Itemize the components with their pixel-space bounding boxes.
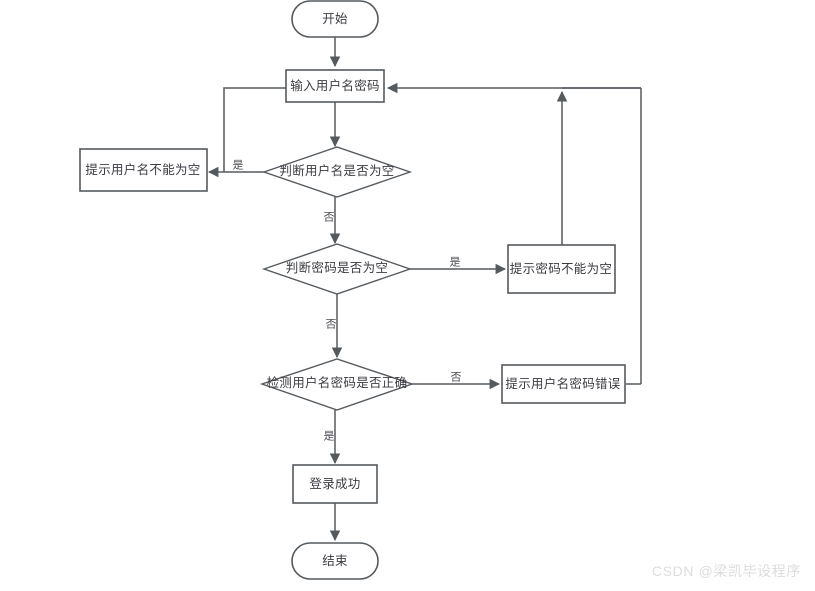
edge-password-decision-to-check-decision: 否 bbox=[326, 294, 343, 359]
node-start-label: 开始 bbox=[322, 12, 348, 26]
node-password-empty-message-label: 提示密码不能为空 bbox=[510, 261, 612, 276]
node-username-empty-message[interactable]: 提示用户名不能为空 bbox=[79, 148, 208, 192]
edge-label-no-check: 否 bbox=[451, 372, 462, 384]
node-end-label: 结束 bbox=[322, 554, 348, 568]
edge-label-no-username: 否 bbox=[324, 212, 335, 224]
node-wrong-credentials-message[interactable]: 提示用户名密码错误 bbox=[501, 364, 626, 404]
node-decision-credentials-correct[interactable]: 检测用户名密码是否正确 bbox=[259, 358, 415, 411]
node-decision-credentials-correct-label: 检测用户名密码是否正确 bbox=[267, 375, 408, 390]
node-wrong-credentials-message-label: 提示用户名密码错误 bbox=[505, 376, 620, 391]
edge-label-yes-check: 是 bbox=[324, 430, 335, 443]
edge-return-to-input-right bbox=[386, 82, 642, 384]
edge-username-decision-to-username-empty: 是 bbox=[207, 159, 264, 178]
node-username-empty-message-label: 提示用户名不能为空 bbox=[85, 162, 200, 177]
edge-password-empty-to-input bbox=[556, 87, 641, 245]
node-password-empty-message[interactable]: 提示密码不能为空 bbox=[507, 244, 616, 294]
edge-username-empty-to-input bbox=[223, 82, 299, 172]
edge-username-decision-to-password-decision: 否 bbox=[324, 197, 341, 245]
node-login-success[interactable]: 登录成功 bbox=[292, 464, 378, 504]
edge-label-yes-password: 是 bbox=[450, 256, 461, 269]
node-decision-password-empty[interactable]: 判断密码是否为空 bbox=[261, 243, 413, 295]
edge-label-no-password: 否 bbox=[326, 319, 337, 331]
edge-label-yes-username: 是 bbox=[233, 159, 244, 172]
csdn-watermark: CSDN @梁凯毕设程序 bbox=[652, 563, 801, 579]
node-input-credentials-label: 输入用户名密码 bbox=[290, 78, 380, 93]
edge-password-decision-to-password-empty: 是 bbox=[410, 256, 507, 275]
edge-check-decision-to-success: 是 bbox=[324, 410, 341, 465]
node-decision-username-empty[interactable]: 判断用户名是否为空 bbox=[261, 146, 413, 198]
node-start[interactable]: 开始 bbox=[291, 0, 379, 38]
node-decision-password-empty-label: 判断密码是否为空 bbox=[286, 260, 388, 275]
node-login-success-label: 登录成功 bbox=[309, 476, 360, 491]
edge-check-decision-to-wrong: 否 bbox=[412, 372, 501, 390]
node-end[interactable]: 结束 bbox=[291, 542, 379, 580]
node-input-credentials[interactable]: 输入用户名密码 bbox=[285, 69, 385, 103]
node-decision-username-empty-label: 判断用户名是否为空 bbox=[279, 163, 394, 178]
